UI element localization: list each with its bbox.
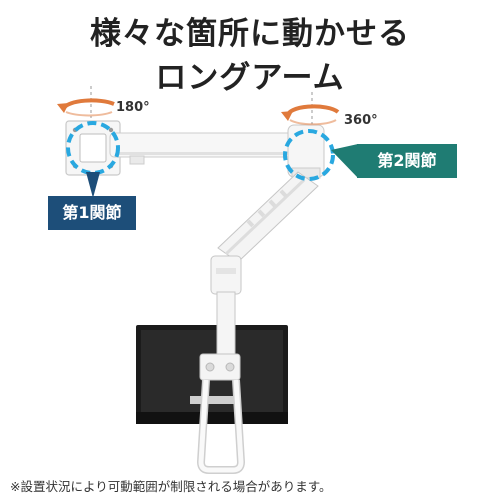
joint2-badge: 第2関節 xyxy=(357,144,457,178)
first-arm xyxy=(65,120,301,176)
headline-line1: 様々な箇所に動かせる xyxy=(90,16,410,52)
footnote: ※設置状況により可動範囲が制限される場合があります。 xyxy=(10,479,332,494)
monitor-mount-head xyxy=(197,255,245,474)
rotation-arrow-joint2-icon xyxy=(281,104,340,126)
joint1-badge: 第1関節 xyxy=(48,196,136,230)
joint1-highlight xyxy=(66,121,120,175)
rotation-label-joint2: 360° xyxy=(344,113,378,128)
headline-line2: ロングアーム xyxy=(155,60,345,96)
rotation-arrow-joint1-icon xyxy=(57,98,115,117)
rotation-label-joint1: 180° xyxy=(116,100,150,115)
joint2-highlight xyxy=(283,129,335,181)
